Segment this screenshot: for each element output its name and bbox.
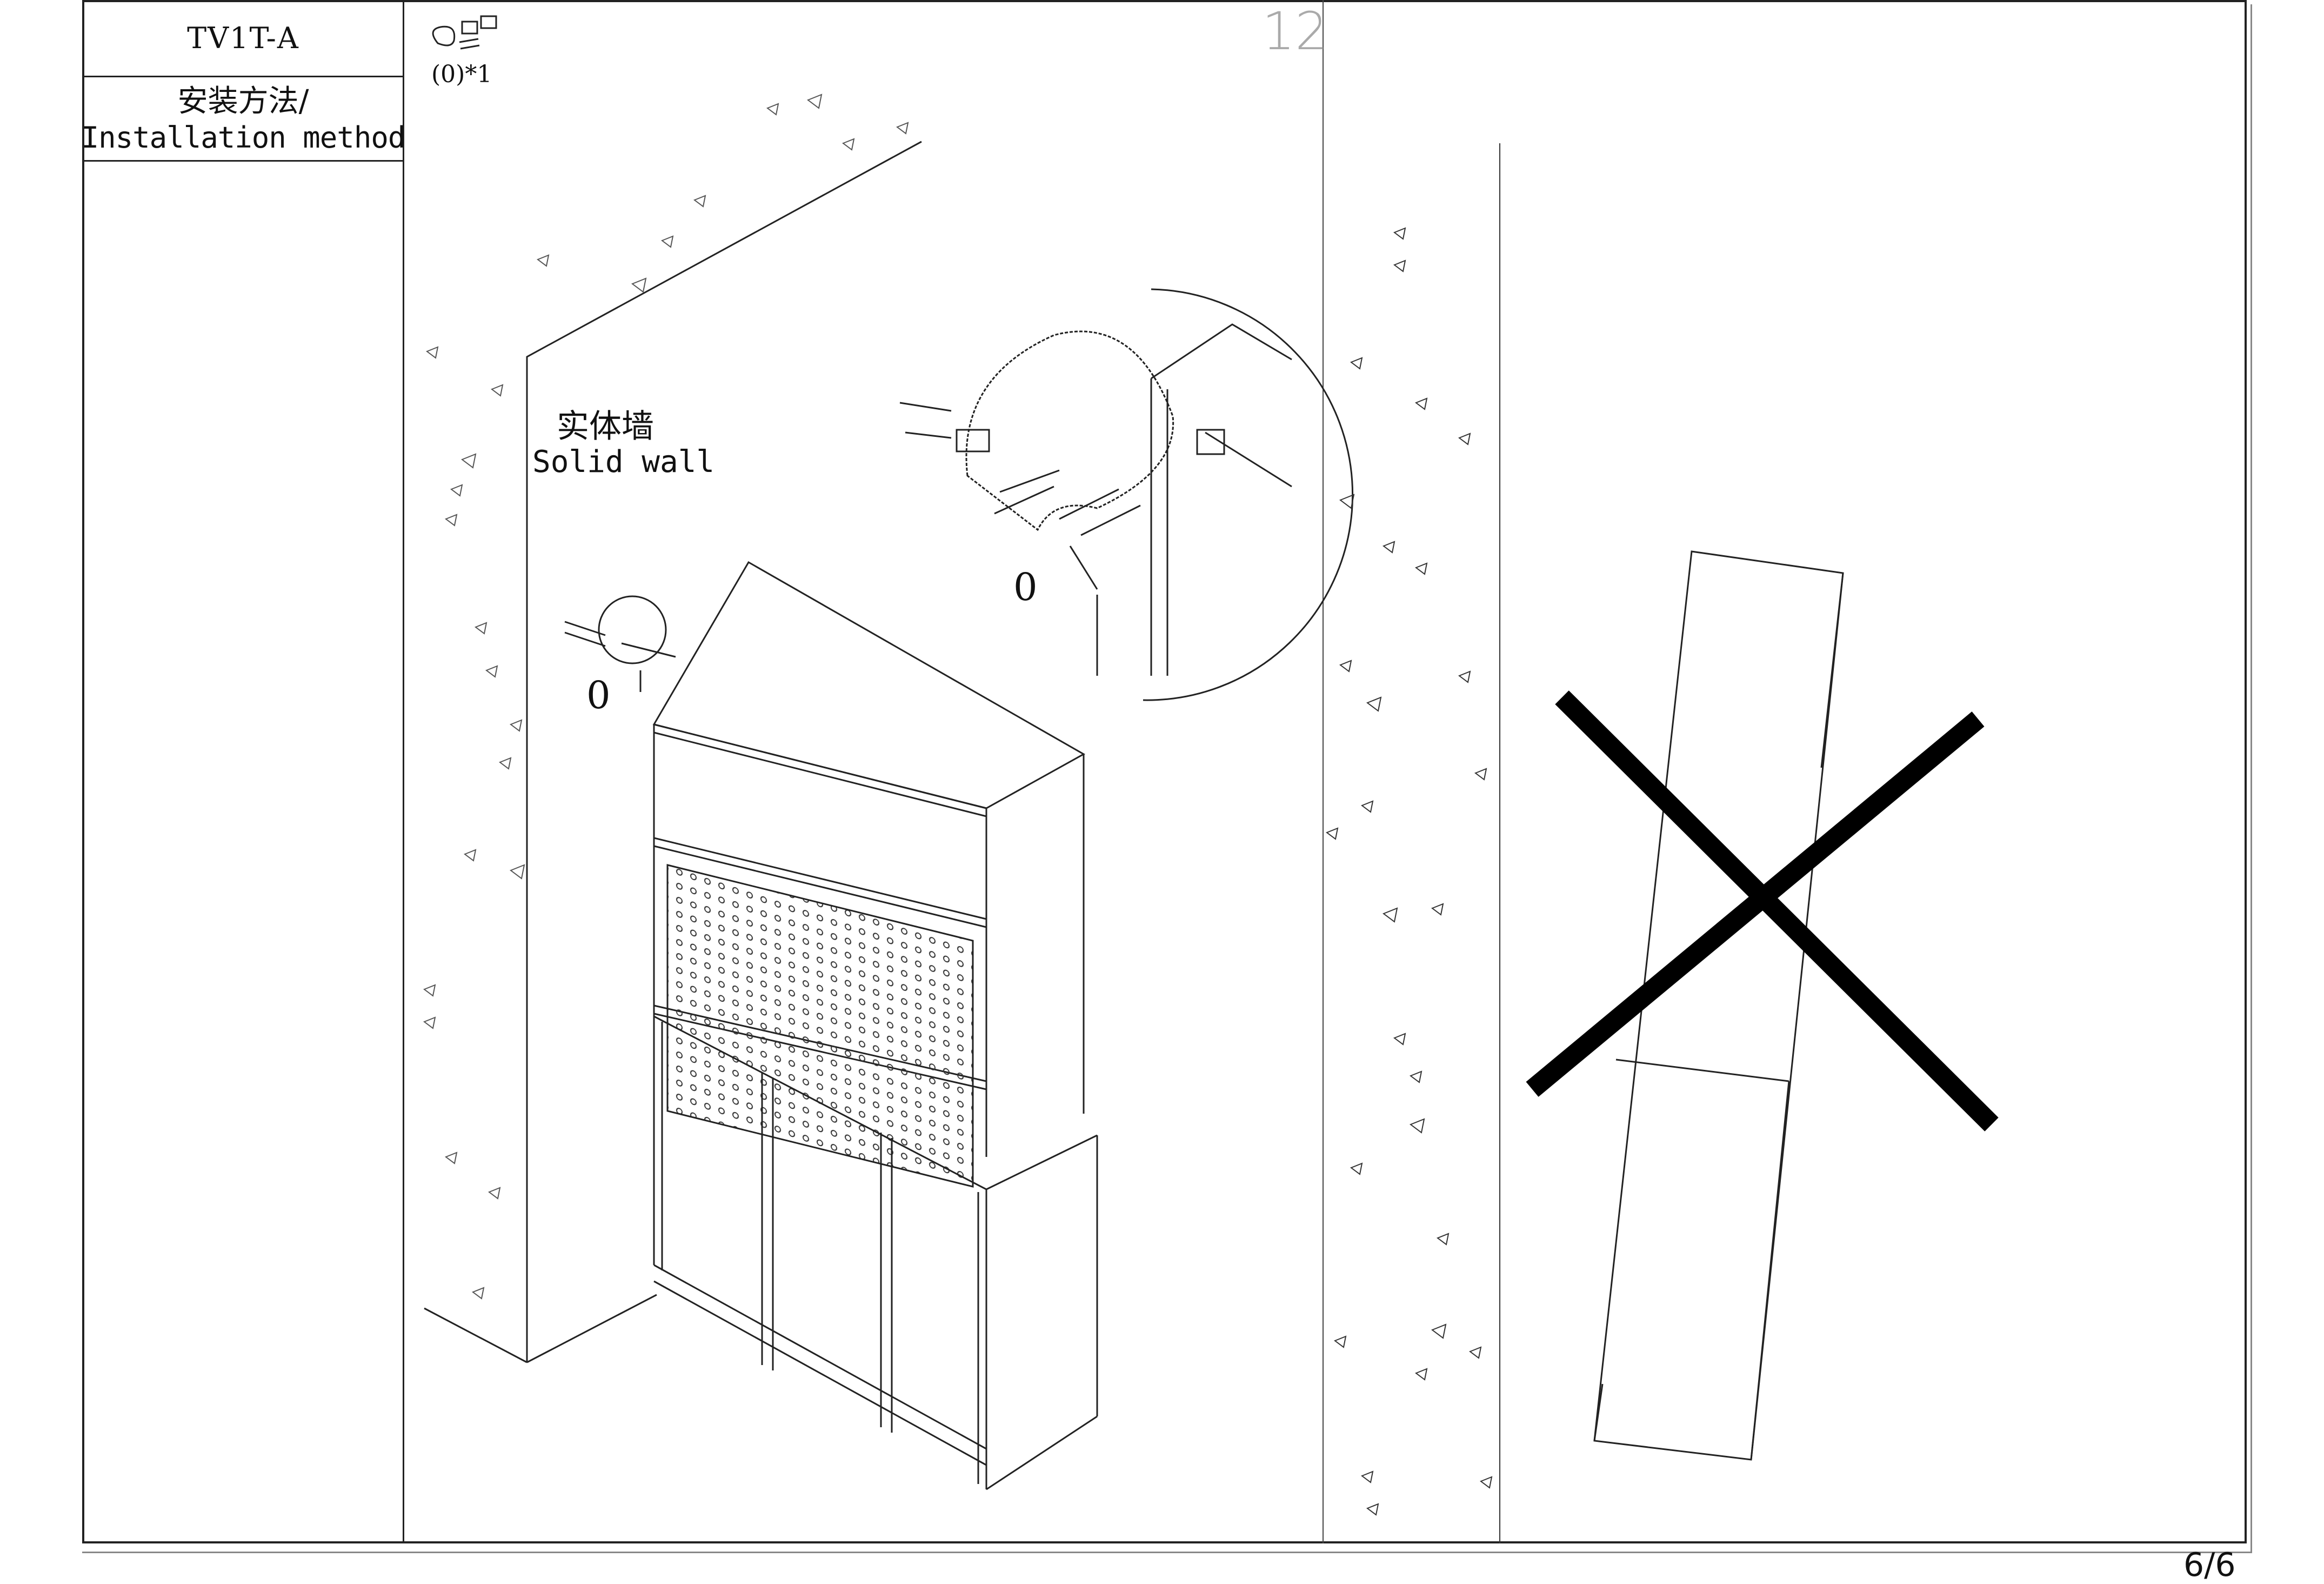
- panel-divider: [1323, 0, 1324, 1543]
- frame-shadow-right: [2250, 4, 2252, 1553]
- step-number: 12: [1262, 1, 1328, 62]
- callout-label-large: 0: [1013, 565, 1038, 609]
- solid-wall: [424, 141, 922, 1363]
- anchor-detail-large: [899, 288, 1353, 701]
- anchor-detail-small: [564, 595, 676, 692]
- title-column-divider: [403, 0, 404, 1543]
- wall-label-en: Solid wall: [532, 444, 715, 480]
- model-code: TV1T-A: [187, 21, 299, 55]
- parts-quantity: (0)*1: [431, 61, 492, 88]
- title-row-divider-2: [82, 160, 404, 162]
- tilted-cabinet: [1593, 550, 1844, 1461]
- section-title: 安装方法/ Installation method: [81, 79, 406, 160]
- section-title-en: Installation method: [81, 121, 406, 155]
- page-frame: [82, 0, 2247, 1543]
- wall-anchor-kit-icon: [432, 15, 497, 50]
- section-title-cn: 安装方法/: [177, 83, 309, 119]
- title-row-divider-1: [82, 76, 404, 77]
- frame-shadow-bottom: [82, 1552, 2250, 1553]
- wall-texture: [423, 94, 909, 1300]
- cabinet: [652, 561, 1098, 1490]
- wall-label-cn: 实体墙: [557, 408, 654, 445]
- page-number: 6/6: [2183, 1546, 2236, 1584]
- cross-icon: [1526, 690, 1999, 1132]
- wall-section: [1325, 143, 1500, 1543]
- callout-label-small: 0: [586, 673, 611, 717]
